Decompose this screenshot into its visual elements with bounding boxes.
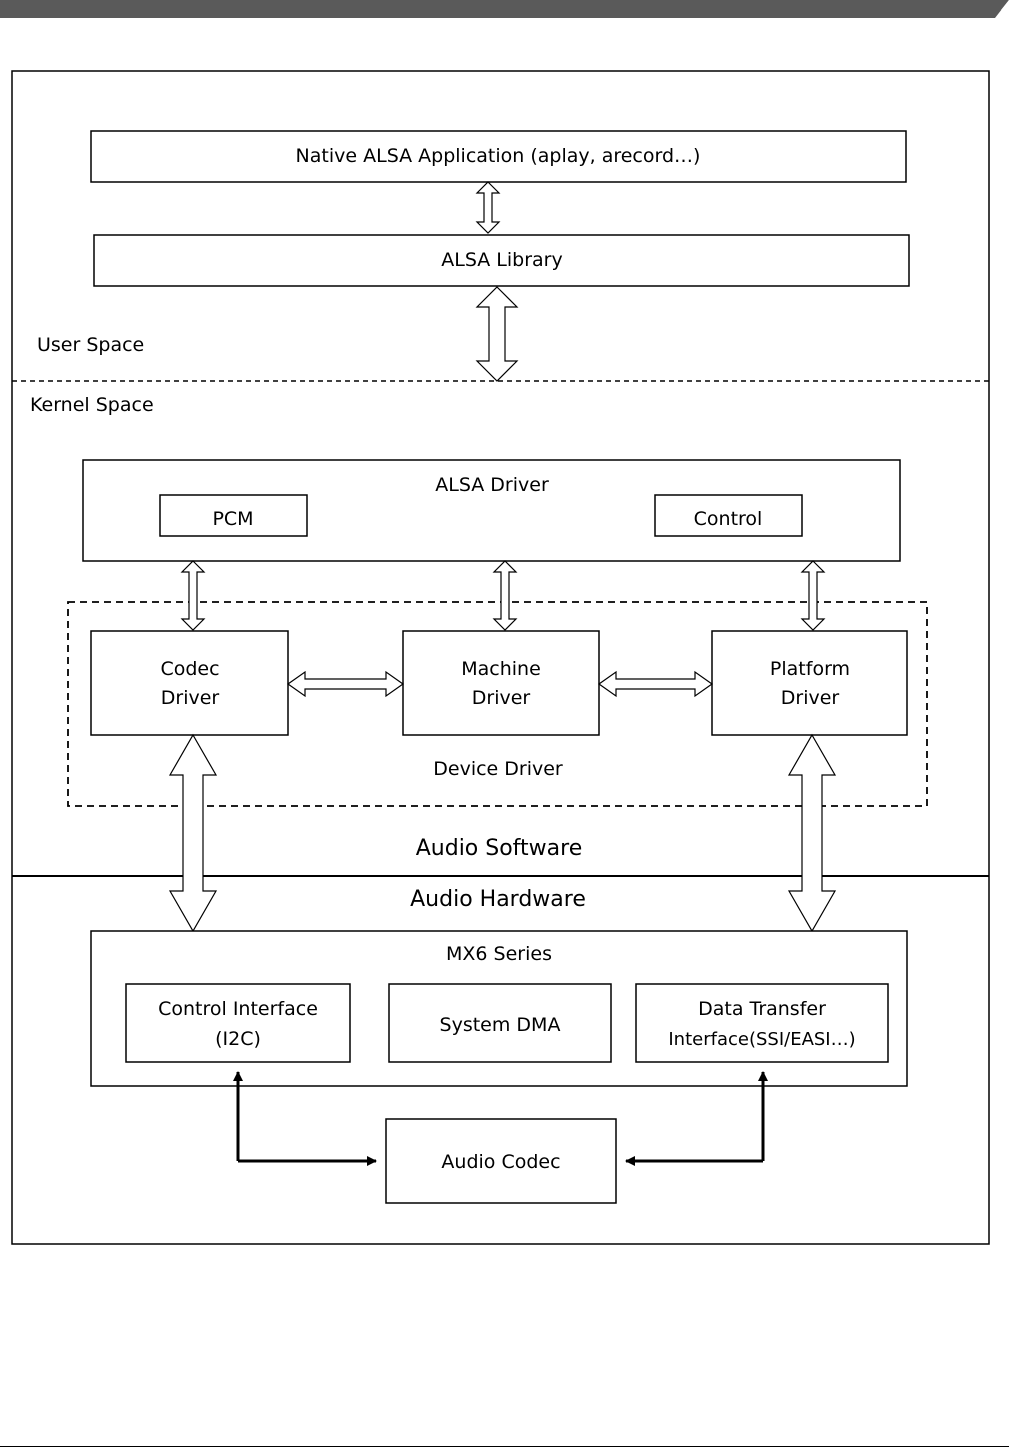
- codec-control-link: [233, 1071, 377, 1166]
- audio-hardware-label: Audio Hardware: [410, 887, 586, 912]
- codec-data-link: [625, 1071, 768, 1166]
- machine-driver-line1: Machine: [461, 658, 541, 680]
- platform-driver-line2: Driver: [781, 687, 840, 709]
- mx6-series-box: MX6 Series Control Interface (I2C) Syste…: [90, 930, 908, 1087]
- alsa-to-platform-arrow: [800, 560, 826, 631]
- alsa-to-machine-arrow: [492, 560, 518, 631]
- library-kernel-arrow: [475, 286, 519, 382]
- user-space-label: User Space: [37, 334, 144, 356]
- audio-codec-label: Audio Codec: [441, 1151, 560, 1173]
- device-driver-label: Device Driver: [433, 758, 563, 780]
- device-driver-group: [67, 601, 928, 807]
- machine-driver-line2: Driver: [472, 687, 531, 709]
- native-alsa-application-label: Native ALSA Application (aplay, arecord……: [296, 145, 701, 167]
- system-dma-label: System DMA: [440, 1014, 561, 1036]
- codec-driver-line2: Driver: [161, 687, 220, 709]
- codec-driver-box: Codec Driver: [90, 630, 289, 736]
- data-transfer-line2: Interface(SSI/EASI…): [668, 1029, 855, 1050]
- app-library-arrow: [475, 181, 501, 234]
- audio-software-label: Audio Software: [416, 836, 583, 861]
- system-dma-box: [388, 983, 612, 1063]
- outer-frame: [11, 70, 990, 1245]
- header-bar: [0, 0, 1009, 18]
- platform-driver-box: Platform Driver: [711, 630, 908, 736]
- platform-driver-line1: Platform: [770, 658, 850, 680]
- codec-driver-line1: Codec: [160, 658, 219, 680]
- machine-driver-box: Machine Driver: [402, 630, 600, 736]
- audio-codec-box: Audio Codec: [385, 1118, 617, 1204]
- mx6-series-title: MX6 Series: [446, 943, 552, 965]
- kernel-space-label: Kernel Space: [30, 394, 154, 416]
- data-transfer-interface-box: [635, 983, 889, 1063]
- pcm-box: [159, 494, 308, 537]
- alsa-library-label: ALSA Library: [441, 249, 562, 271]
- alsa-to-codec-arrow: [180, 560, 206, 631]
- control-box: [654, 494, 803, 537]
- data-transfer-line1: Data Transfer: [698, 998, 826, 1020]
- control-interface-line1: Control Interface: [158, 998, 318, 1020]
- control-interface-box: [125, 983, 351, 1063]
- control-label: Control: [694, 508, 763, 530]
- machine-platform-arrow: [597, 670, 714, 698]
- alsa-driver-title: ALSA Driver: [435, 474, 549, 496]
- native-alsa-application-box: Native ALSA Application (aplay, arecord……: [90, 130, 907, 183]
- alsa-driver-box: ALSA Driver PCM Control: [82, 459, 901, 562]
- platform-hardware-arrow: [787, 733, 837, 933]
- pcm-label: PCM: [212, 508, 253, 530]
- alsa-library-box: ALSA Library: [93, 234, 910, 287]
- codec-machine-arrow: [286, 670, 405, 698]
- codec-hardware-arrow: [168, 733, 218, 933]
- footer-rule: [0, 1446, 1009, 1447]
- control-interface-line2: (I2C): [215, 1028, 261, 1050]
